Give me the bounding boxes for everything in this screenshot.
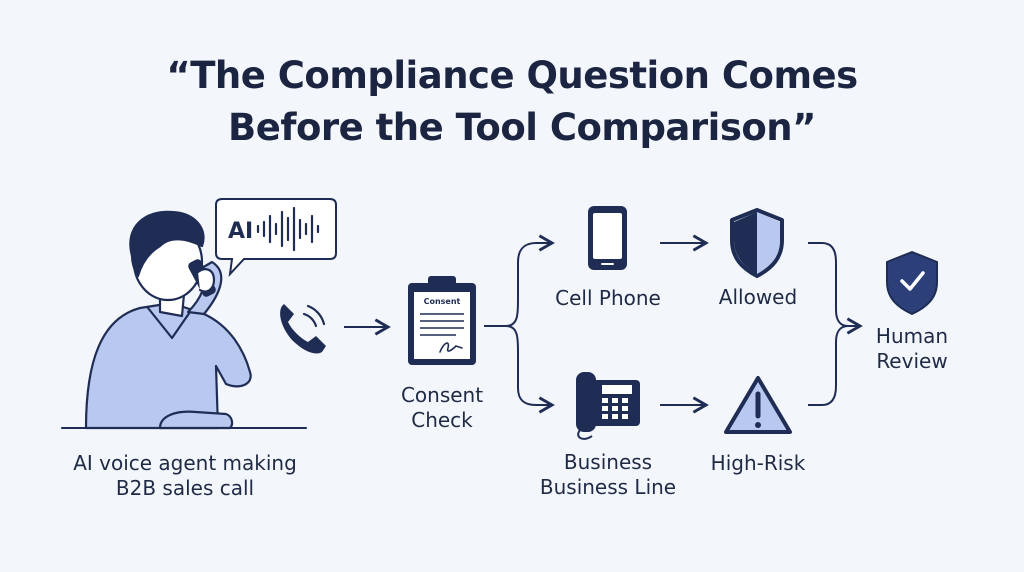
desk-phone-icon — [576, 372, 640, 440]
cell-phone-icon — [588, 206, 627, 270]
bubble-ai-text: AI — [228, 219, 253, 244]
high-risk-label: High-Risk — [710, 451, 806, 475]
business-label-line-1: Business — [563, 450, 653, 474]
agent-caption-line-2: B2B sales call — [115, 476, 255, 500]
business-line-label: Business Business Line — [530, 450, 686, 500]
clipboard-header-text: Consent — [424, 297, 461, 306]
shield-icon — [730, 208, 784, 278]
ai-speech-bubble — [215, 198, 337, 277]
consent-label-line-2: Check — [411, 408, 473, 432]
review-label-line-2: Review — [876, 349, 948, 373]
agent-caption-line-1: AI voice agent making — [73, 451, 297, 475]
phone-ringing-icon — [280, 304, 326, 354]
business-label-line-2: Business Line — [539, 475, 677, 499]
shield-check-icon — [886, 251, 938, 315]
consent-label-line-1: Consent — [400, 383, 484, 407]
human-review-label: Human Review — [862, 324, 962, 374]
cell-phone-label: Cell Phone — [555, 286, 661, 310]
branch-connector — [484, 234, 555, 414]
clipboard-icon — [408, 276, 476, 365]
title-line-2: Before the Tool Comparison” — [228, 106, 816, 149]
consent-check-label: Consent Check — [382, 383, 502, 433]
allowed-label: Allowed — [718, 285, 798, 309]
sound-wave-icon — [256, 206, 320, 252]
review-label-line-1: Human — [875, 324, 949, 348]
page-title: “The Compliance Question Comes Before th… — [0, 50, 1024, 154]
warning-icon — [724, 376, 792, 434]
title-line-1: “The Compliance Question Comes — [166, 54, 858, 97]
person-icon — [61, 210, 307, 430]
agent-caption: AI voice agent making B2B sales call — [60, 451, 310, 501]
merge-connector — [808, 242, 863, 406]
